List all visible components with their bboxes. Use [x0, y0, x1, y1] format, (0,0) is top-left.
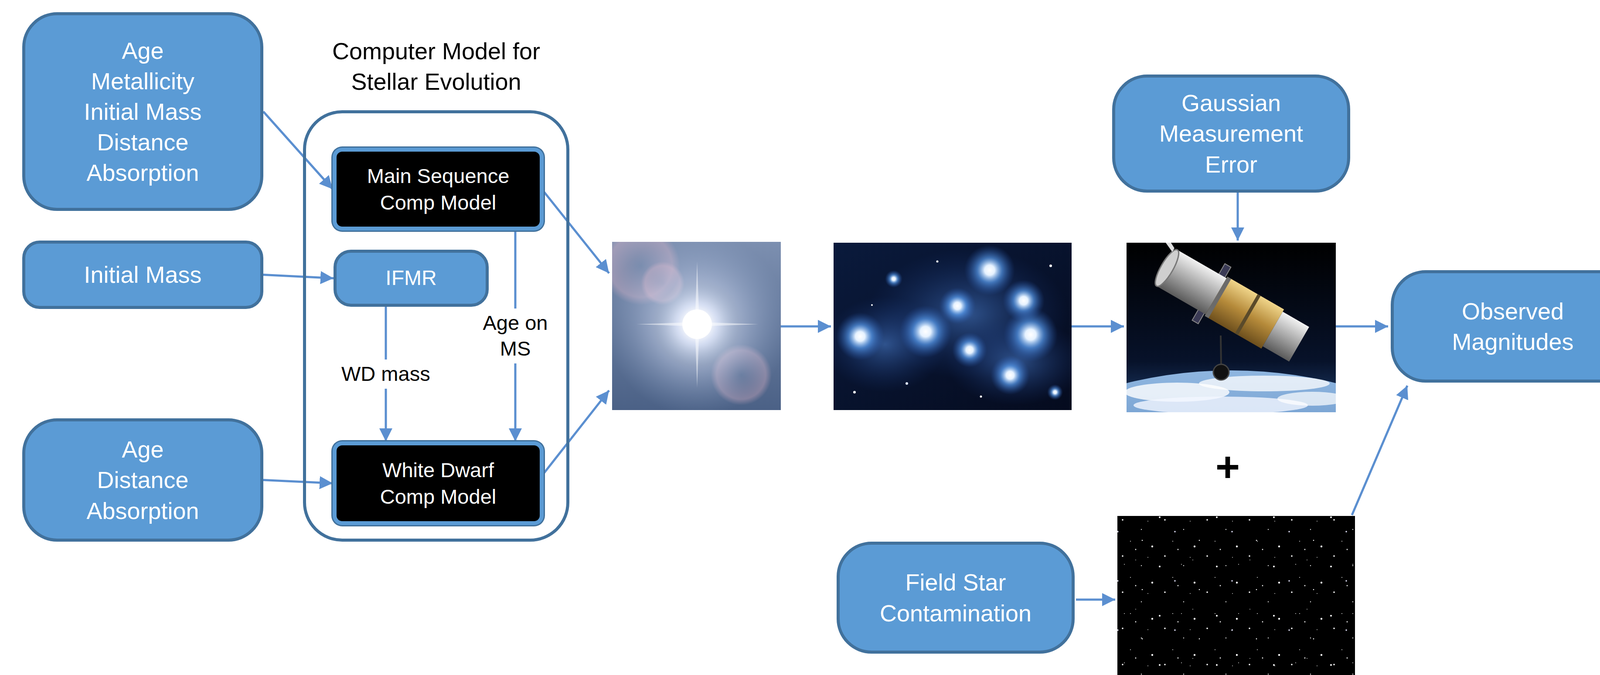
- flow-arrows: [541, 188, 1408, 600]
- box-text: Main Sequence Comp Model: [355, 162, 521, 216]
- input-box: Initial Mass: [22, 240, 264, 310]
- star-photo: [612, 241, 781, 411]
- box-text: Observed Magnitudes: [1438, 296, 1587, 358]
- box-text: Age Metallicity Initial Mass Distance Ab…: [77, 35, 209, 189]
- input-box: Gaussian Measurement Error: [1112, 74, 1351, 193]
- space-telescope-photo: [1126, 242, 1336, 413]
- model-box: Main Sequence Comp Model: [332, 147, 544, 231]
- box-text: IFMR: [385, 264, 437, 292]
- box-text: Initial Mass: [83, 259, 202, 290]
- model-box: White Dwarf Comp Model: [332, 441, 544, 526]
- output-box: Observed Magnitudes: [1390, 270, 1600, 383]
- field-stars-photo: [1117, 516, 1355, 675]
- box-text: White Dwarf Comp Model: [359, 456, 517, 511]
- plus-sign: +: [1215, 446, 1240, 489]
- input-box: Field Star Contamination: [836, 541, 1075, 654]
- input-box: Age Distance Absorption: [22, 418, 264, 542]
- connector-arrow: [263, 480, 333, 484]
- box-text: Age Distance Absorption: [77, 434, 209, 527]
- star-cluster-photo: [833, 242, 1072, 411]
- edge-label: WD mass: [338, 359, 433, 389]
- connector-arrow: [263, 111, 333, 190]
- box-text: Field Star Contamination: [868, 567, 1043, 629]
- input-box: Age Metallicity Initial Mass Distance Ab…: [22, 12, 264, 212]
- process-box: IFMR: [333, 249, 489, 307]
- connector-arrow: [263, 275, 334, 279]
- container-heading: Computer Model for Stellar Evolution: [306, 35, 567, 97]
- box-text: Gaussian Measurement Error: [1148, 87, 1315, 180]
- edge-label: Age on MS: [480, 308, 551, 364]
